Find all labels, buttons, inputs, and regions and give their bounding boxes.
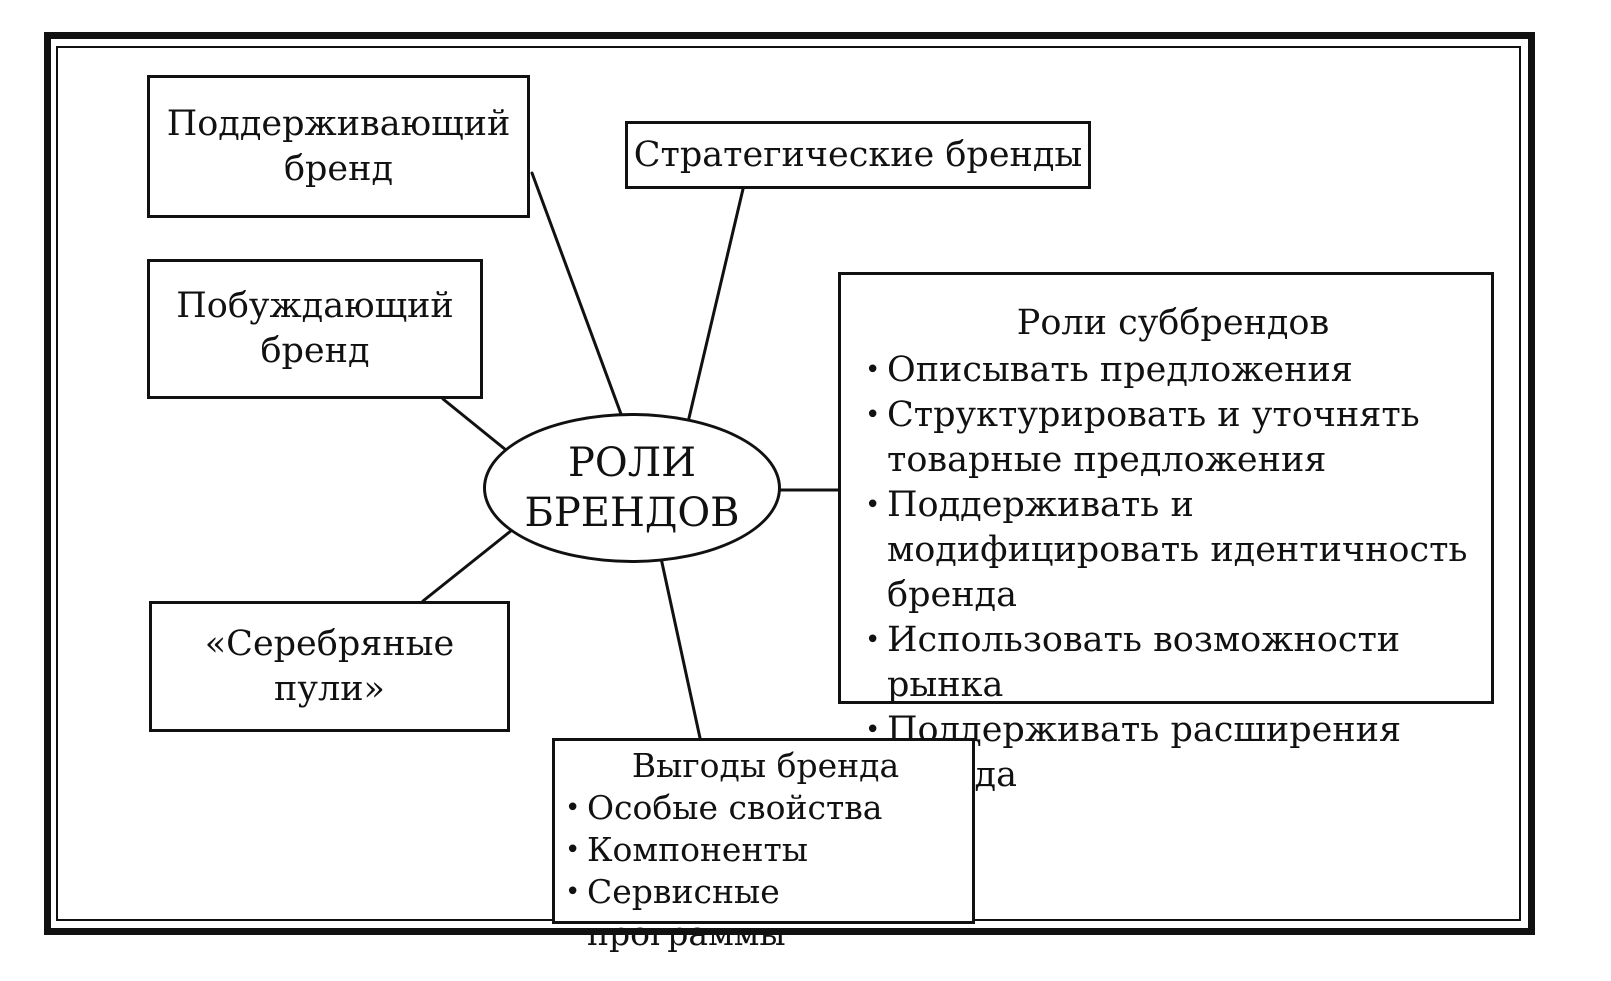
brand-roles-hub: РОЛИ БРЕНДОВ [483,413,781,563]
connector-strategic [687,187,745,420]
strategic-brands-label: Стратегические бренды [633,134,1083,175]
brand-benefits-box: Выгоды бренда Особые свойства Компоненты… [552,738,975,953]
subbrand-roles-box: Роли суббрендов Описывать предложения Ст… [838,272,1494,795]
strategic-brands-box: Стратегические бренды [625,121,1091,189]
subbrand-roles-title: Роли суббрендов [1016,303,1330,343]
connector-silver-bullets [421,524,519,603]
subbrand-role-item: Поддерживать и модифицировать идентичнос… [865,483,1481,618]
connector-benefits [659,556,702,740]
connector-driving [441,397,508,452]
driving-brand-line2: бренд [260,331,370,371]
brand-benefits-title: Выгоды бренда [631,746,900,785]
supporting-brand-line2: бренд [283,148,394,189]
hub-line1: РОЛИ [568,440,696,486]
silver-bullets-line1: «Серебряные [204,623,455,664]
driving-brand-box: Побуждающий бренд [147,259,483,399]
hub-line2: БРЕНДОВ [524,490,740,536]
supporting-brand-line1: Поддерживающий [166,103,511,144]
silver-bullets-box: «Серебряные пули» [149,601,510,732]
subbrand-role-item: Использовать возможности рынка [865,618,1481,708]
brand-benefit-item: Компоненты [565,829,966,871]
brand-benefit-item: Сервисные программы [565,871,966,955]
driving-brand-line1: Побуждающий [176,286,454,326]
subbrand-roles-list: Описывать предложения Структурировать и … [865,348,1481,798]
subbrand-role-item: Структурировать и уточнять товарные пред… [865,393,1481,483]
supporting-brand-box: Поддерживающий бренд [147,75,530,218]
brand-benefits-list: Особые свойства Компоненты Сервисные про… [565,787,966,955]
connector-supporting [530,171,623,416]
brand-benefit-item: Особые свойства [565,787,966,829]
silver-bullets-line2: пули» [274,668,385,709]
subbrand-role-item: Описывать предложения [865,348,1481,393]
